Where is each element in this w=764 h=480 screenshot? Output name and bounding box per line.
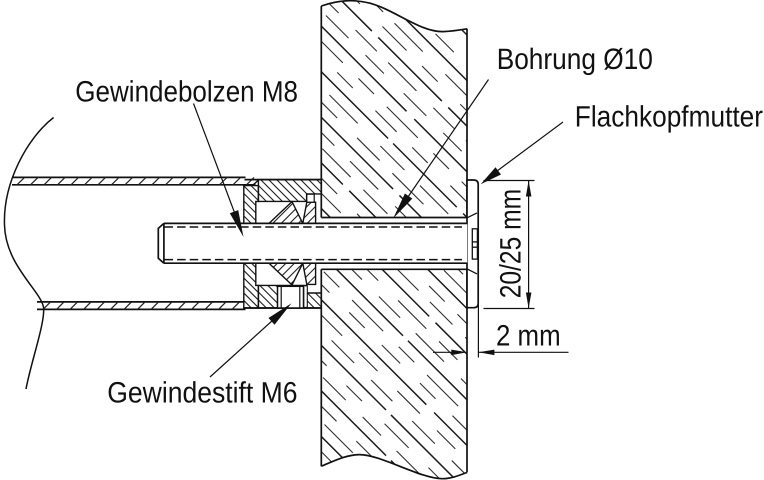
svg-text:20/25 mm: 20/25 mm [495, 189, 528, 298]
svg-text:2 mm: 2 mm [496, 319, 561, 352]
svg-text:Gewindestift M6: Gewindestift M6 [107, 377, 297, 410]
svg-text:Gewindebolzen M8: Gewindebolzen M8 [75, 76, 298, 109]
svg-text:Flachkopfmutter: Flachkopfmutter [575, 101, 763, 134]
svg-text:Bohrung Ø10: Bohrung Ø10 [497, 43, 653, 76]
